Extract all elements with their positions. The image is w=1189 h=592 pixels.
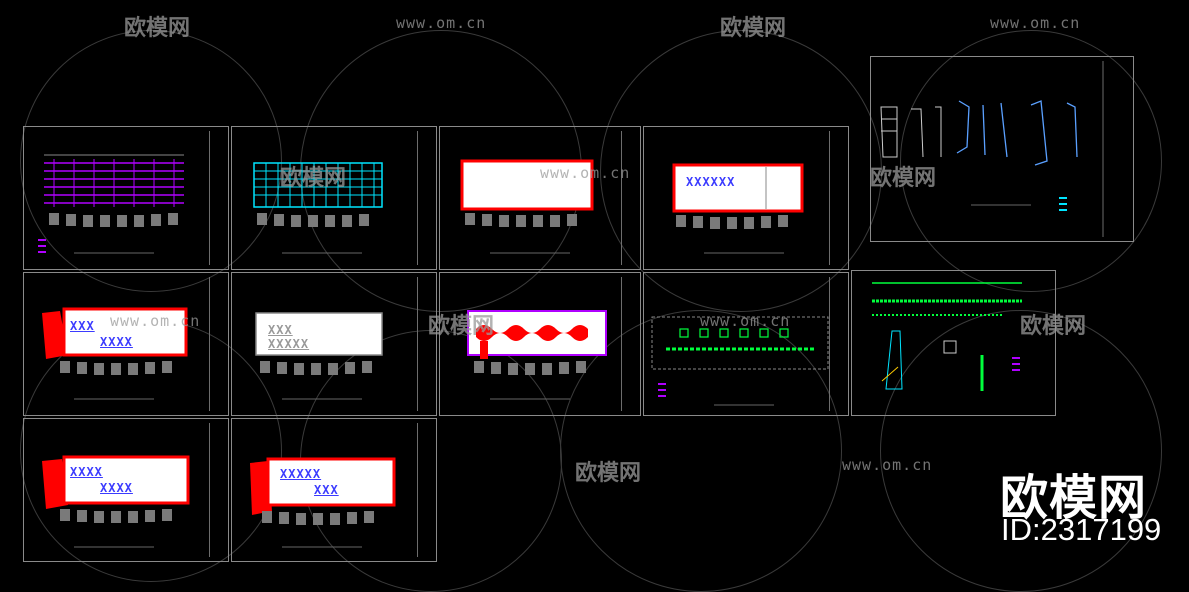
red-wave-drawing (467, 310, 607, 400)
drawing-sheet-red-wave (439, 272, 641, 416)
drawing-sheet-cyan-grid (231, 126, 437, 270)
watermark-logo: 欧模网 (124, 15, 191, 40)
truss-detail-drawing (872, 282, 1022, 391)
placeholder-label: XXXX (100, 481, 133, 495)
watermark-url: www.om.cn (396, 14, 487, 32)
drawing-sheet-plan-green (643, 272, 849, 416)
watermark-url: www.om.cn (700, 312, 791, 330)
watermark-url: www.om.cn (540, 164, 631, 182)
title-block (209, 423, 224, 557)
drawing-sheet-white-sign-b: XXX XXXXX (231, 272, 437, 416)
watermark-url: www.om.cn (990, 14, 1081, 32)
title-block (209, 277, 224, 411)
title-block (829, 277, 844, 411)
title-block (209, 131, 224, 265)
placeholder-label: XXXX (100, 335, 133, 349)
drawing-sheet-purple-frame (23, 126, 229, 270)
watermark-logo: 欧模网 (428, 313, 495, 338)
placeholder-label: XXXXXX (686, 175, 736, 189)
title-block (621, 277, 636, 411)
title-block (417, 131, 432, 265)
drawing-sheet-white-panel (439, 126, 641, 270)
placeholder-label: XXX (70, 319, 95, 333)
placeholder-label: XXX (314, 483, 339, 497)
watermark-logo: 欧模网 (1020, 313, 1087, 338)
watermark-circle (600, 30, 882, 312)
placeholder-label: XXX (268, 323, 293, 337)
title-block (417, 423, 432, 557)
drawing-sheet-red-sign-d: XXXXX XXX (231, 418, 437, 562)
cyan-grid-drawing (253, 162, 383, 254)
watermark-url: www.om.cn (842, 456, 933, 474)
title-block (621, 131, 636, 265)
white-sign-drawing (255, 312, 383, 400)
title-block (417, 277, 432, 411)
white-panel-drawing (460, 159, 594, 254)
red-sign-drawing (42, 307, 188, 400)
placeholder-label: XXXXX (268, 337, 310, 351)
label-panel-drawing (672, 163, 804, 254)
title-block (829, 131, 844, 265)
drawing-sheet-label-panel: XXXXXX (643, 126, 849, 270)
drawing-sheet-red-sign-c: XXXX XXXX (23, 418, 229, 562)
plan-green-drawing (651, 316, 829, 406)
purple-steel-frame-drawing (38, 154, 184, 254)
brand-logo-text: 欧模网 (1000, 472, 1148, 525)
red-sign-drawing (42, 455, 190, 548)
watermark-circle (900, 30, 1162, 292)
model-id: ID:2317199 (1001, 512, 1162, 547)
drawing-sheet-truss-details (851, 270, 1056, 416)
drawing-sheet-red-sign-a: XXX XXXX (23, 272, 229, 416)
placeholder-label: XXXX (70, 465, 103, 479)
watermark-logo: 欧模网 (720, 15, 787, 40)
watermark-logo: 欧模网 (870, 165, 937, 190)
watermark-url: www.om.cn (110, 312, 201, 330)
section-detail-drawing (880, 61, 1104, 237)
placeholder-label: XXXXX (280, 467, 322, 481)
red-sign-drawing (250, 457, 396, 548)
watermark-circle (20, 30, 282, 292)
watermark-logo: 欧模网 (575, 460, 642, 485)
drawing-sheet-section-details (870, 56, 1134, 242)
watermark-logo: 欧模网 (280, 165, 347, 190)
